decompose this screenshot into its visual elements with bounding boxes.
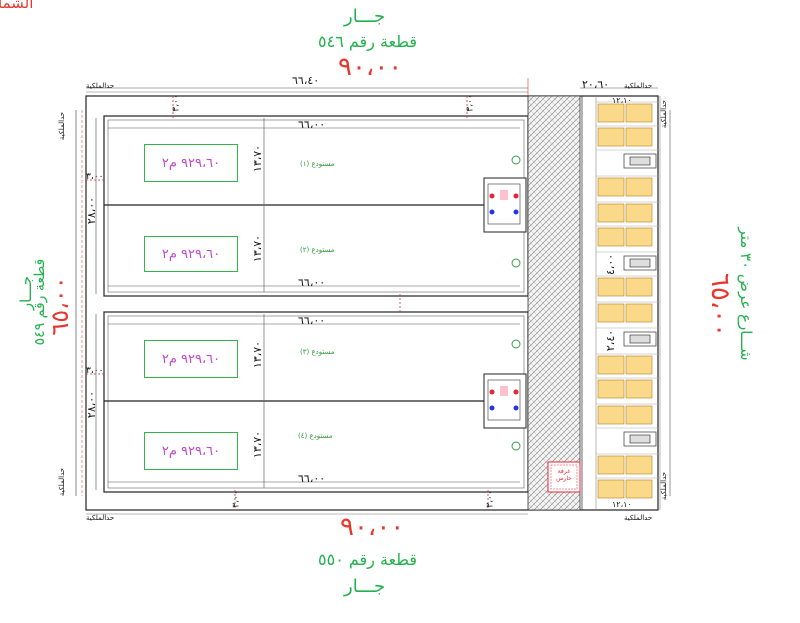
loading-dock-top <box>483 177 527 233</box>
dim-edge-1: ٣،٠٠ <box>171 94 182 112</box>
parking-bay <box>625 405 653 425</box>
parking-bay <box>597 277 625 297</box>
driveway-hatch <box>527 95 581 511</box>
parking-bay <box>597 177 625 197</box>
dim-edge-2: ٣،٠٠ <box>465 94 476 112</box>
parking-bay <box>597 203 625 223</box>
dim-edge-5: ٣،٠٠ <box>86 172 104 182</box>
dim-block-1: ٢٨،٠٠ <box>85 196 99 225</box>
guard-room-label: غرفة حارس <box>556 468 572 482</box>
dim-edge-6: ٣،٠٠ <box>86 366 104 376</box>
parking-bay <box>597 127 625 147</box>
parking-bay <box>597 455 625 475</box>
parking-bay <box>597 103 625 123</box>
dim-inner-1: ٦٦،٠٠ <box>298 118 326 131</box>
parking-bay <box>625 455 653 475</box>
boundary-label-l1: حدالملكية <box>58 111 67 141</box>
boundary-label-bl: حدالملكية <box>86 514 115 522</box>
dim-unit-2: ١٣،٧٠ <box>251 234 265 263</box>
parking-bay <box>625 355 653 375</box>
unit-area-2: ٩٢٩،٦٠ م٢ <box>144 236 238 272</box>
parking-bay <box>625 103 653 123</box>
guard-room <box>547 461 581 493</box>
unit-label-3: مستودع (٣) <box>300 348 335 356</box>
parking-bay <box>625 303 653 323</box>
parking-bay <box>625 479 653 499</box>
parking-bay <box>597 405 625 425</box>
parking-bay <box>625 203 653 223</box>
top-neighbor-label: جـــار <box>344 6 386 27</box>
boundary-label-r2: حدالملكية <box>660 471 669 501</box>
parking-bay <box>625 177 653 197</box>
parking-bay <box>625 227 653 247</box>
dim-inner-3: ٦٦،٠٠ <box>298 314 326 327</box>
car-icon <box>629 258 651 268</box>
dim-inner-2: ٦٦،٠٠ <box>298 276 326 289</box>
bottom-length: ٩٠،٠٠ <box>340 512 405 542</box>
car-icon <box>629 434 651 444</box>
boundary-label-tl: حدالملكية <box>86 82 115 90</box>
parking-bay <box>625 127 653 147</box>
dim-block-2: ٢٨،٠٠ <box>85 390 99 419</box>
parking-bay <box>597 227 625 247</box>
left-length: ٦٥،٠٠ <box>46 276 74 336</box>
unit-area-3: ٩٢٩،٦٠ م٢ <box>144 340 238 378</box>
property-boundary <box>85 95 659 511</box>
parking-bay <box>625 379 653 399</box>
top-length: ٩٠،٠٠ <box>338 52 403 82</box>
dim-edge-3: ٣،٠٠ <box>231 490 242 508</box>
north-label: الشما <box>0 0 34 12</box>
loading-dock-bottom <box>483 373 527 429</box>
dim-unit-3: ١٣،٧٠ <box>251 340 265 369</box>
unit-label-2: مستودع (٢) <box>300 246 335 254</box>
unit-label-1: مستودع (١) <box>300 160 335 168</box>
dim-top-right: ٢٠،٦٠ <box>582 78 610 91</box>
unit-area-1: ٩٢٩،٦٠ م٢ <box>144 144 238 182</box>
right-length: ٦٥،٠٠ <box>705 272 735 338</box>
boundary-label-l2: حدالملكية <box>58 467 67 497</box>
dim-inner-4: ٦٦،٠٠ <box>298 472 326 485</box>
parking-bay <box>597 303 625 323</box>
dim-parking-b: ٢،٤٠ <box>604 329 618 352</box>
dim-unit-4: ١٣،٧٠ <box>251 430 265 459</box>
dim-top-left: ٦٦،٤٠ <box>292 74 320 87</box>
parking-bay <box>625 277 653 297</box>
dim-parking-c2: ١٢،١٠ <box>612 500 632 509</box>
unit-area-4: ٩٢٩،٦٠ م٢ <box>144 432 238 470</box>
boundary-label-br: حدالملكية <box>624 514 653 522</box>
parking-bay <box>597 379 625 399</box>
car-icon <box>629 156 651 166</box>
dim-unit-1: ١٣،٧٠ <box>251 144 265 173</box>
dim-parking-a: ٤،٠٠ <box>604 253 618 276</box>
top-plot-label: قطعة رقم ٥٤٦ <box>318 32 418 51</box>
bottom-plot-label: قطعة رقم ٥٥٠ <box>318 550 418 569</box>
parking-bay <box>597 355 625 375</box>
dim-edge-4: ٣،٠٠ <box>485 490 496 508</box>
boundary-label-tr: حدالملكية <box>624 82 653 90</box>
car-icon <box>629 334 651 344</box>
bottom-neighbor-label: جـــار <box>344 576 386 597</box>
parking-strip <box>595 96 661 510</box>
boundary-label-r1: حدالملكية <box>660 99 669 129</box>
street-label: شـــارع عرض ٣٠ متر <box>737 227 755 361</box>
unit-label-4: مستودع (٤) <box>298 432 333 440</box>
parking-bay <box>597 479 625 499</box>
dim-parking-c1: ١٢،١٠ <box>612 96 632 105</box>
